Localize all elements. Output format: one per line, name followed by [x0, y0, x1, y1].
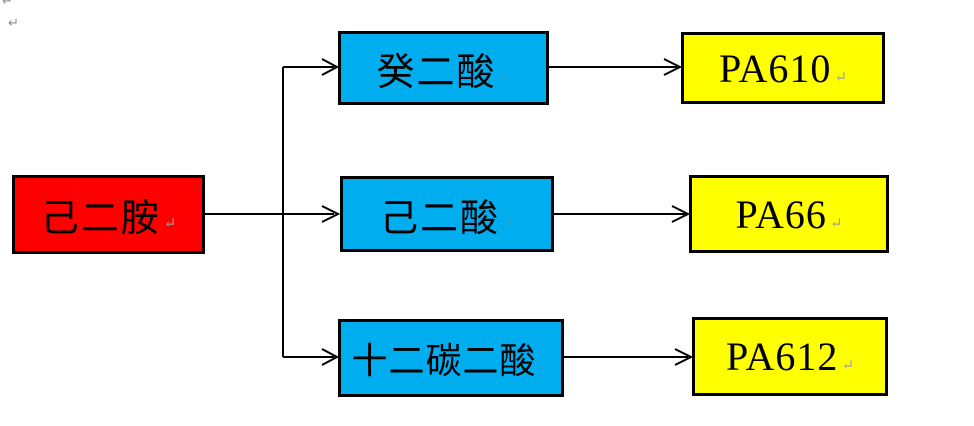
return-mark-icon: ↵: [499, 69, 511, 84]
arrowhead-pa610: [663, 58, 683, 76]
node-label: PA66: [735, 191, 827, 237]
return-mark-icon: ↵: [841, 358, 855, 374]
node-adipic-acid[interactable]: 己二酸 ↵: [340, 176, 554, 252]
node-label: 己二酸: [380, 197, 501, 240]
arrowhead-sebacic-acid: [321, 58, 340, 76]
paragraph-return-mark: ↵: [2, 0, 13, 9]
paragraph-return-mark: ↵: [8, 16, 19, 31]
node-pa610[interactable]: PA610 ↵: [681, 32, 885, 104]
return-mark-icon: ↵: [834, 69, 848, 86]
node-dodecanedioic-acid[interactable]: 十二碳二酸 ↵: [338, 319, 564, 397]
arrowhead-adipic-acid: [321, 205, 341, 223]
node-label: 十二碳二酸: [351, 341, 537, 381]
arrowhead-pa66: [671, 205, 691, 223]
node-hexamethylenediamine[interactable]: 己二胺 ↵: [12, 175, 205, 254]
node-label: PA612: [725, 334, 839, 379]
return-mark-icon: ↵: [539, 359, 551, 374]
arrowhead-pa612: [674, 348, 694, 366]
node-label: 己二胺: [40, 198, 161, 240]
arrowhead-dodecanedioic-acid: [321, 348, 340, 366]
node-pa66[interactable]: PA66 ↵: [689, 175, 889, 253]
node-pa612[interactable]: PA612 ↵: [692, 317, 888, 396]
node-label: PA610: [718, 45, 832, 91]
node-sebacic-acid[interactable]: 癸二酸 ↵: [338, 31, 549, 105]
return-mark-icon: ↵: [503, 215, 514, 230]
node-label: 癸二酸: [376, 51, 497, 94]
return-mark-icon: ↵: [163, 216, 177, 232]
return-mark-icon: ↵: [829, 215, 843, 232]
